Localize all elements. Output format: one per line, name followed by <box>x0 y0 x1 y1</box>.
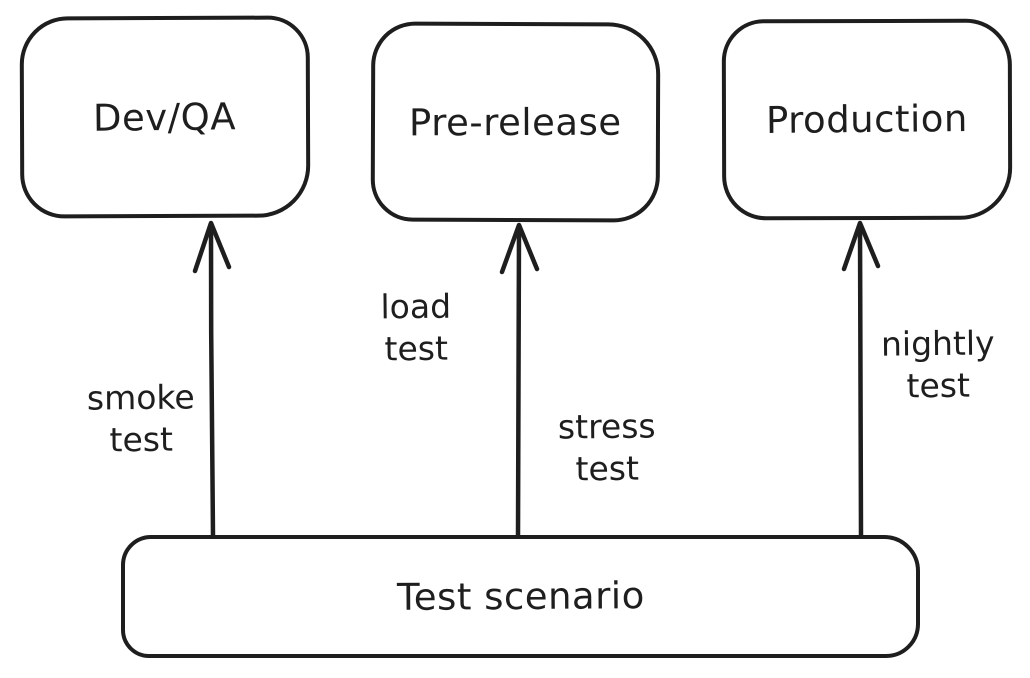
arrow-shaft <box>857 224 864 539</box>
node-dev-qa: Dev/QA <box>19 15 311 219</box>
edge-label-load-test: load test <box>380 286 452 368</box>
arrow-shaft <box>208 224 216 539</box>
arrow-head-icon <box>499 222 540 275</box>
node-dev-qa-label: Dev/QA <box>93 94 237 140</box>
edge-label-stress-test: stress test <box>557 406 656 488</box>
node-test-scenario-label: Test scenario <box>396 574 645 619</box>
arrow-shaft <box>515 226 522 539</box>
arrow-head-icon <box>192 220 232 274</box>
edge-label-nightly-test: nightly test <box>880 323 995 405</box>
node-production: Production <box>721 18 1013 221</box>
edge-label-smoke-test: smoke test <box>86 377 195 459</box>
node-test-scenario: Test scenario <box>121 535 920 658</box>
node-pre-release: Pre-release <box>370 21 661 223</box>
node-pre-release-label: Pre-release <box>409 100 622 144</box>
node-production-label: Production <box>765 97 969 142</box>
arrow-test-scenario-to-pre-release <box>499 222 540 539</box>
arrow-head-icon <box>841 220 881 272</box>
